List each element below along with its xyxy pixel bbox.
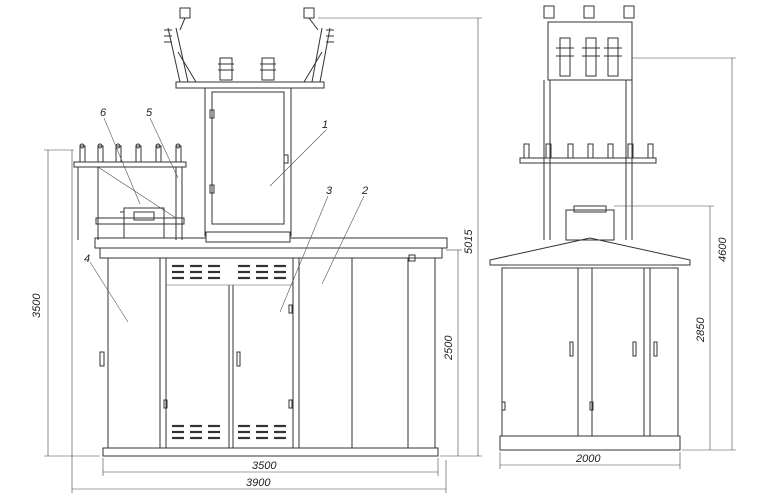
door-hinge-low [163,399,168,409]
dim-3500-h: 3500 [252,460,277,472]
callout-4: 4 [84,253,90,265]
callout-6: 6 [100,107,107,119]
dim-2000-h: 2000 [575,453,601,465]
door-hinge [288,304,293,314]
front-housing [107,257,436,449]
callout-3: 3 [326,185,333,197]
side-view [489,5,691,451]
dim-5015-v: 5015 [463,229,475,254]
dim-2500-v: 2500 [443,335,455,361]
front-view [73,7,448,457]
dim-3500-v: 3500 [31,293,43,318]
callout-5: 5 [146,107,153,119]
front-tower [164,7,334,243]
front-vent-bottom [172,424,286,440]
front-left-frame [73,143,187,240]
dim-3900-h: 3900 [246,477,271,489]
side-handle [99,351,105,367]
dim-4600-v: 4600 [717,237,729,262]
front-vent-top [172,264,286,280]
front-roof-edge [99,247,443,259]
callout-2: 2 [361,185,368,197]
callouts: 1 2 3 4 5 6 [84,107,368,323]
dim-2850-v: 2850 [695,317,707,343]
door-handle-left [236,351,241,367]
front-box-item6 [123,207,165,239]
side-roof [489,237,691,266]
front-base [102,447,439,457]
callout-1: 1 [322,119,328,131]
side-mid-insulators [523,143,654,159]
dimensions: 3500 3900 3500 5015 2500 2000 2850 4600 [31,17,736,493]
front-left-insulators [79,143,182,163]
